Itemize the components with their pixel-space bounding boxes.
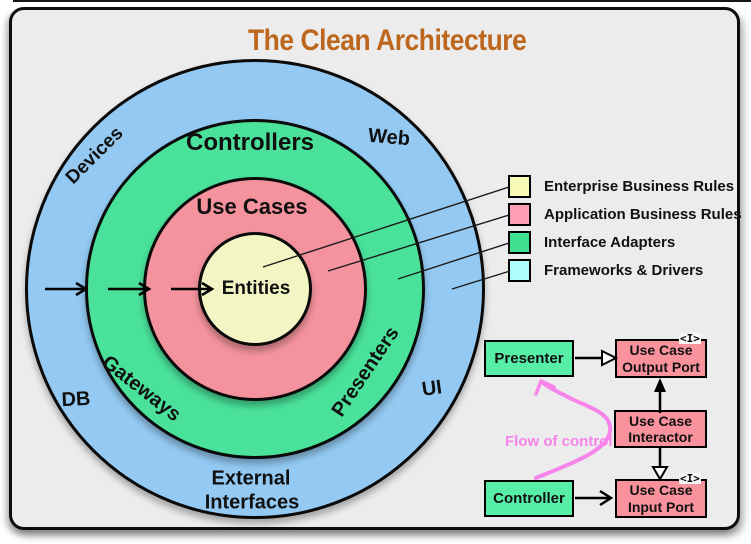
legend-swatch-adapters [508, 230, 531, 254]
label-external-line1: External [211, 467, 291, 490]
presenter-box: Presenter [484, 340, 574, 377]
label-ui: UI [420, 376, 444, 401]
interactor-line1: Use Case [628, 412, 693, 429]
top-edge-line [13, 0, 751, 2]
label-web: Web [367, 124, 411, 151]
legend-swatch-enterprise [508, 174, 531, 198]
label-db: DB [60, 387, 91, 412]
label-controllers: Controllers [185, 129, 315, 156]
legend-item-enterprise: Enterprise Business Rules [508, 172, 748, 200]
label-external-line2: Interfaces [204, 491, 300, 514]
legend-swatch-frameworks [508, 258, 531, 282]
use-case-interactor-box: Use Case Interactor [614, 410, 707, 448]
flow-of-control-label: Flow of control [505, 433, 613, 450]
legend-item-adapters: Interface Adapters [508, 228, 748, 256]
controller-box: Controller [484, 480, 574, 517]
legend-swatch-application [508, 202, 531, 226]
legend-label: Enterprise Business Rules [544, 177, 735, 195]
use-case-output-port-box: Use Case Output Port [615, 339, 707, 378]
controller-label: Controller [493, 489, 565, 507]
interactor-line2: Interactor [628, 429, 693, 445]
legend: Enterprise Business Rules Application Bu… [508, 172, 748, 284]
legend-item-application: Application Business Rules [508, 200, 748, 228]
legend-label: Application Business Rules [544, 205, 742, 223]
interface-marker-output: <I> [679, 332, 701, 345]
input-port-line1: Use Case [629, 482, 693, 499]
label-entities: Entities [221, 278, 291, 299]
output-port-line1: Use Case [629, 342, 693, 359]
interface-marker-input: <I> [679, 472, 701, 485]
page-title: The Clean Architecture [248, 24, 527, 57]
label-use-cases: Use Cases [196, 194, 308, 219]
presenter-label: Presenter [494, 349, 564, 367]
input-port-line2: Input Port [627, 498, 695, 515]
legend-label: Frameworks & Drivers [544, 261, 704, 279]
legend-item-frameworks: Frameworks & Drivers [508, 256, 748, 284]
output-port-line2: Output Port [622, 358, 700, 375]
legend-label: Interface Adapters [544, 233, 676, 251]
